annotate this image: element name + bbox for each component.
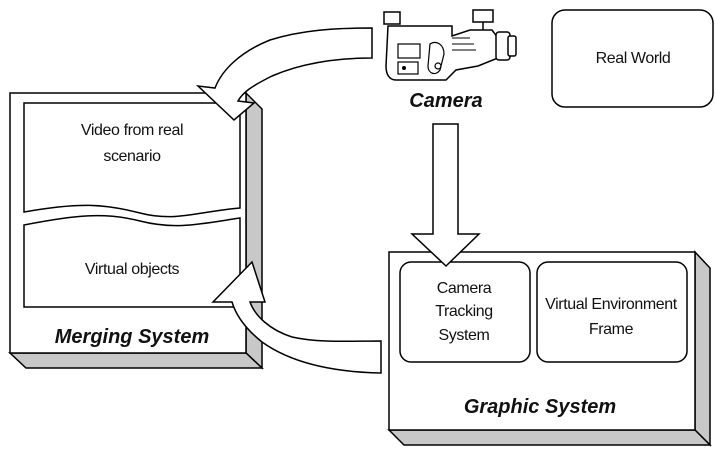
camera-tracking-label-line3: System	[439, 327, 490, 344]
video-label-line1: Video from real	[81, 122, 183, 139]
graphic-system-label: Graphic System	[464, 396, 616, 418]
camera-label: Camera	[409, 90, 482, 112]
merging-system-label: Merging System	[55, 326, 209, 348]
camera-tracking-label-line1: Camera	[437, 280, 492, 297]
camera-to-merging-arrow	[198, 28, 372, 120]
virtual-environment-label-line2: Frame	[589, 321, 634, 338]
virtual-environment-label-line1: Virtual Environment	[545, 296, 678, 313]
camera-tracking-label-line2: Tracking	[435, 303, 493, 320]
video-label-line2: scenario	[103, 148, 161, 165]
video-camera-icon	[384, 10, 516, 80]
real-world-label: Real World	[596, 50, 671, 67]
camera-to-tracking-arrow	[412, 124, 479, 266]
virtual-objects-label: Virtual objects	[85, 261, 180, 278]
